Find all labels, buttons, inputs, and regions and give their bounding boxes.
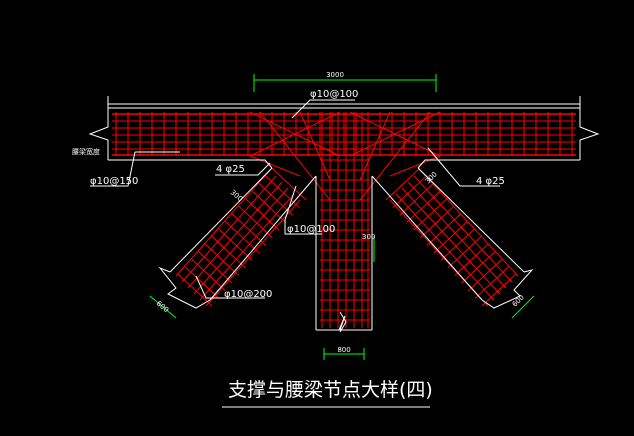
left-brace-stirrup [231, 212, 267, 246]
right-brace-stirrup [426, 212, 462, 246]
concrete-outline [88, 96, 600, 333]
left-brace-stirrup [271, 167, 307, 201]
dimension-lines [149, 74, 535, 360]
center-stirrup-label: φ10@100 [287, 224, 335, 235]
center-stirrup-leader [284, 185, 322, 235]
right-brace-stirrup [413, 197, 448, 231]
left-brace-stirrup [204, 243, 240, 276]
left-brace-longitudinal-bar [193, 187, 289, 295]
left-brace-break [158, 266, 211, 309]
right-brace-stirrup [399, 182, 435, 216]
left-brace-longitudinal-bar [205, 199, 301, 307]
right-brace-stirrup [433, 220, 469, 254]
left-brace-stirrup [224, 220, 260, 254]
haunch-bar [249, 155, 301, 177]
left-brace-stirrup [177, 273, 213, 307]
right-brace-longitudinal-bar [419, 169, 519, 277]
left-brace-stirrup [197, 250, 233, 284]
right-brace-stirrup [467, 258, 503, 292]
right-brace-stirrup [454, 243, 489, 276]
left-stirrup-leader-b [90, 151, 136, 187]
node-diagonal-bar [259, 111, 331, 201]
center-width-label: 800 [337, 346, 350, 354]
right-haunch-label: 300 [424, 170, 439, 185]
right-rebar-label: 4 φ25 [476, 176, 505, 187]
drawing-title: 支撑与腰梁节点大样(四) [228, 379, 433, 401]
right-brace-stirrup [406, 190, 441, 224]
left-width-dim-line [149, 295, 177, 319]
right-brace-break [481, 269, 534, 309]
waler-right-break [579, 108, 600, 160]
node-diagonal-bar [249, 111, 341, 157]
right-brace-stirrup [440, 228, 476, 261]
leader-lines [90, 99, 500, 299]
center-depth-label: 300 [362, 233, 375, 241]
top-stirrup-label: φ10@100 [310, 89, 358, 100]
left-brace-stirrup [244, 197, 280, 231]
brace-stirrup-leader [195, 275, 265, 299]
right-width-dim-line [511, 295, 535, 319]
brace-stirrup-label: φ10@200 [224, 289, 272, 300]
left-rebar-leader [215, 162, 271, 176]
top-span-label: 3000 [326, 71, 344, 79]
right-brace-stirrup [481, 273, 517, 307]
right-brace-lower-edge [371, 175, 483, 301]
left-rebar-label: 4 φ25 [216, 164, 245, 175]
right-brace-stirrup [385, 167, 421, 201]
right-rebar-leader [427, 147, 500, 187]
center-break-zigzag [339, 311, 347, 333]
left-brace-stirrup [217, 228, 253, 261]
waler-left-break [88, 108, 109, 160]
right-brace-stirrup [474, 265, 510, 299]
haunch-bar [389, 155, 441, 177]
side-note-label: 腰梁宽度 [72, 147, 100, 156]
left-brace-stirrup [211, 235, 246, 269]
right-brace-stirrup [419, 205, 455, 239]
left-brace-lower-edge [209, 175, 317, 301]
right-brace-stirrup [392, 175, 428, 208]
left-brace-stirrup [191, 258, 226, 292]
top-stirrup-leader [291, 99, 355, 119]
node-diagonal-bar [299, 111, 331, 181]
rebar-mesh [112, 111, 576, 328]
left-brace-longitudinal-bar [199, 193, 295, 301]
left-haunch-label: 300 [229, 188, 244, 203]
waler-bottom-left [108, 159, 273, 169]
right-brace-upper-edge [417, 167, 525, 273]
left-brace-stirrup [184, 265, 219, 299]
node-diagonal-bar [349, 111, 441, 157]
left-brace-upper-edge [169, 167, 273, 273]
waler-bottom-right [417, 159, 580, 169]
right-brace-stirrup [461, 250, 496, 284]
right-brace-stirrup [447, 235, 483, 269]
node-diagonal-bar [359, 111, 391, 181]
left-brace-stirrup [238, 205, 273, 239]
left-brace-width-label: 600 [155, 299, 170, 314]
center-brace-break [316, 315, 372, 331]
left-brace-longitudinal-bar [175, 169, 271, 277]
left-stirrup-label: φ10@150 [90, 176, 138, 187]
